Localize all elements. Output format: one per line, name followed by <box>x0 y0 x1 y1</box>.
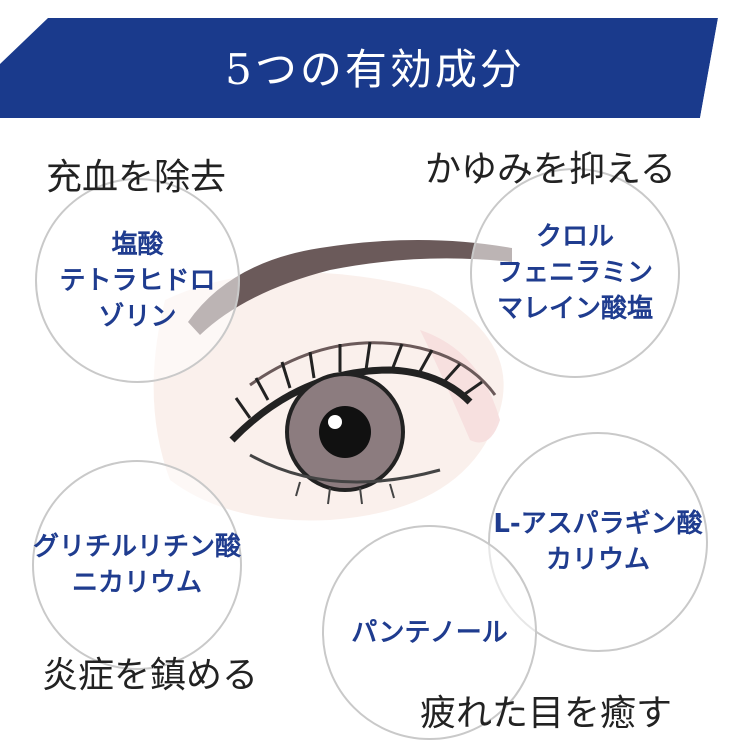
ingredient-name-5: パンテノール <box>351 617 508 648</box>
ingredient-name-3: グリチルリチン酸 ニカリウム <box>33 532 242 598</box>
ingredient-circle-2: クロル フェニラミン マレイン酸塩 <box>470 168 680 378</box>
ingredient-circle-5: パンテノール <box>322 525 537 740</box>
header-banner: 5つの有効成分 <box>0 0 750 118</box>
ingredient-name-2: クロル フェニラミン マレイン酸塩 <box>496 222 653 324</box>
ingredient-name-4: L-アスパラギン酸 カリウム <box>493 509 703 575</box>
effect-label-1: 充血を除去 <box>46 157 227 198</box>
banner-shape <box>0 18 726 118</box>
ingredient-circle-1: 塩酸 テトラヒドロ ゾリン <box>35 178 240 383</box>
ingredient-name-1: 塩酸 テトラヒドロ ゾリン <box>59 229 216 332</box>
effect-label-3: 炎症を鎮める <box>42 655 259 696</box>
effect-label-5: 疲れた目を癒す <box>420 693 673 734</box>
ingredient-circle-3: グリチルリチン酸 ニカリウム <box>32 460 242 670</box>
page-title: 5つの有効成分 <box>225 45 525 94</box>
effect-label-2: かゆみを抑える <box>425 149 676 190</box>
